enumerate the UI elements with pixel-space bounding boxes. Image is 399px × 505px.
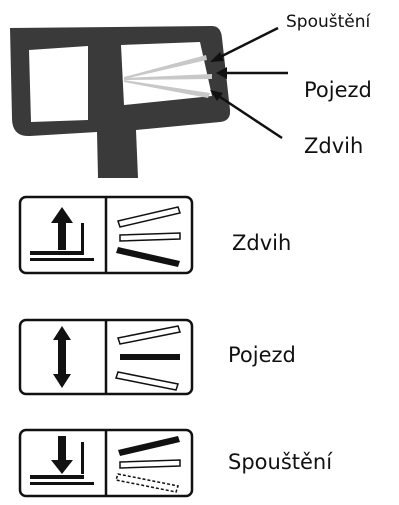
lift-lever-icon: [18, 195, 194, 275]
callout-label-lowering: Spouštění: [286, 12, 371, 32]
callout-arrow-travel: [216, 67, 288, 79]
legend-label-lift: Zdvih: [232, 231, 292, 255]
callout-arrow-lowering: [210, 26, 279, 62]
callout-label-lift: Zdvih: [304, 134, 364, 158]
lowering-lever-icon: [18, 428, 194, 498]
control-handle-diagram: [10, 26, 288, 178]
travel-lever-icon: [18, 318, 194, 396]
callout-arrow-lift: [210, 90, 283, 140]
callout-label-travel: Pojezd: [304, 78, 372, 102]
legend-label-lowering: Spouštění: [228, 450, 333, 474]
legend-label-travel: Pojezd: [228, 343, 296, 367]
control-handle-icon: [10, 26, 231, 178]
